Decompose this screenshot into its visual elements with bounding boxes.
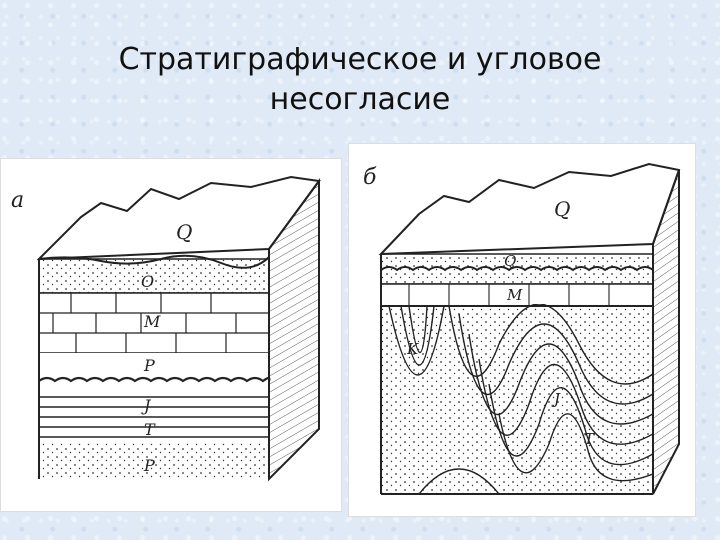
title-line-1: Стратиграфическое и угловое bbox=[118, 42, 602, 77]
label-t: T bbox=[144, 420, 156, 439]
layer-basement bbox=[39, 443, 269, 479]
title-line-2: несогласие bbox=[269, 82, 451, 117]
top-surface bbox=[378, 162, 681, 256]
layer-sand bbox=[380, 253, 654, 285]
label-j: J bbox=[551, 390, 561, 408]
diagram-stratigraphic-unconformity: а bbox=[0, 158, 342, 512]
slide-title: Стратиграфическое и угловое несогласие bbox=[0, 40, 720, 120]
folded-basement bbox=[381, 306, 653, 494]
block-diagram-a: а bbox=[11, 175, 321, 482]
panel-b-letter: б bbox=[363, 165, 377, 190]
marker-bed bbox=[380, 266, 654, 272]
label-m: M bbox=[506, 286, 523, 304]
diagram-angular-unconformity: б Q Q bbox=[348, 143, 696, 517]
parallel-beds bbox=[39, 396, 269, 438]
label-q: Q bbox=[176, 220, 192, 244]
block-diagram-b: б Q Q bbox=[363, 162, 681, 495]
layer-limestone bbox=[38, 292, 270, 354]
erosion-surface bbox=[38, 376, 271, 383]
panel-a-letter: а bbox=[11, 188, 24, 213]
label-r: P bbox=[143, 456, 155, 475]
label-o: Q bbox=[504, 252, 516, 270]
label-j: J bbox=[141, 396, 152, 415]
brick-lines bbox=[39, 293, 269, 353]
label-p: P bbox=[143, 356, 155, 375]
label-t: T bbox=[584, 430, 595, 448]
label-k: K bbox=[406, 340, 419, 358]
label-o: O bbox=[141, 272, 154, 291]
label-q: Q bbox=[554, 197, 570, 221]
label-m: M bbox=[143, 312, 161, 331]
